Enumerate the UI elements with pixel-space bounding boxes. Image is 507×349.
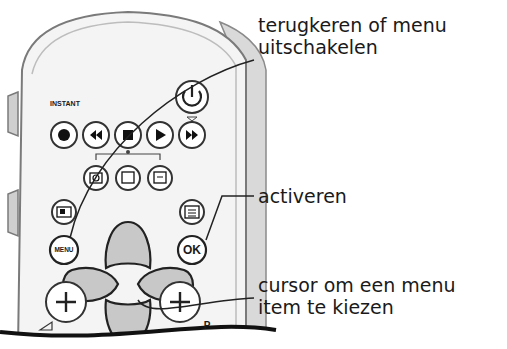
button-label: MENU (50, 246, 78, 255)
callout-label: terugkeren of menu uitschakelen (258, 14, 498, 58)
button-label: P (200, 320, 214, 332)
button-label: INSTANT (44, 99, 86, 108)
callout-label: activeren (258, 185, 498, 207)
callout-label: cursor om een menu item te kiezen (258, 274, 498, 318)
button-label: OK (178, 243, 206, 257)
